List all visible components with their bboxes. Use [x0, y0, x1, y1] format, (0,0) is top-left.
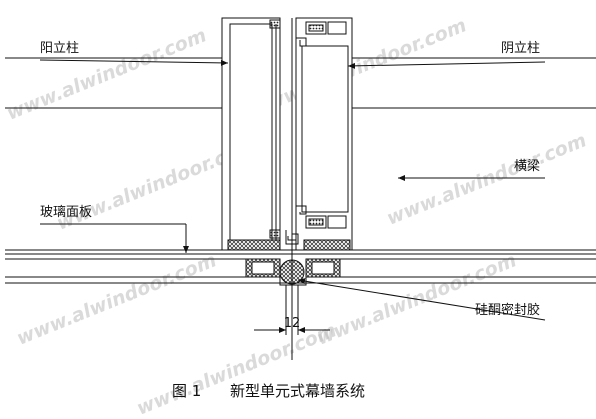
label-transom: 横梁: [514, 159, 540, 174]
interlock-hook: [285, 230, 299, 245]
watermark-text: www.alwindoor.com: [384, 129, 590, 229]
leader-lines: [39, 59, 546, 321]
watermark-text: www.alwindoor.com: [4, 24, 210, 124]
glass-panel-lines: [5, 249, 596, 284]
dimension-12: [254, 285, 330, 335]
figure-title: 新型单元式幕墙系统: [230, 382, 365, 400]
reference-lines: [5, 57, 596, 109]
label-left-mullion: 阳立柱: [40, 41, 79, 56]
right-mullion-profile: [295, 17, 353, 251]
dimension-value: 12: [284, 316, 301, 331]
left-mullion-profile: [221, 17, 281, 251]
leader-right-mullion: [347, 61, 546, 69]
leader-left-mullion: [39, 59, 229, 66]
figure-number: 图 1: [172, 382, 201, 400]
label-glass-panel: 玻璃面板: [40, 205, 92, 220]
leader-sealant: [297, 278, 546, 321]
sealant-bead: [279, 259, 305, 285]
watermark-text: www.alwindoor.com: [14, 249, 220, 349]
label-right-mullion: 阴立柱: [501, 41, 540, 56]
label-sealant: 硅酮密封胶: [475, 302, 540, 318]
gasket-assembly: [245, 258, 341, 286]
